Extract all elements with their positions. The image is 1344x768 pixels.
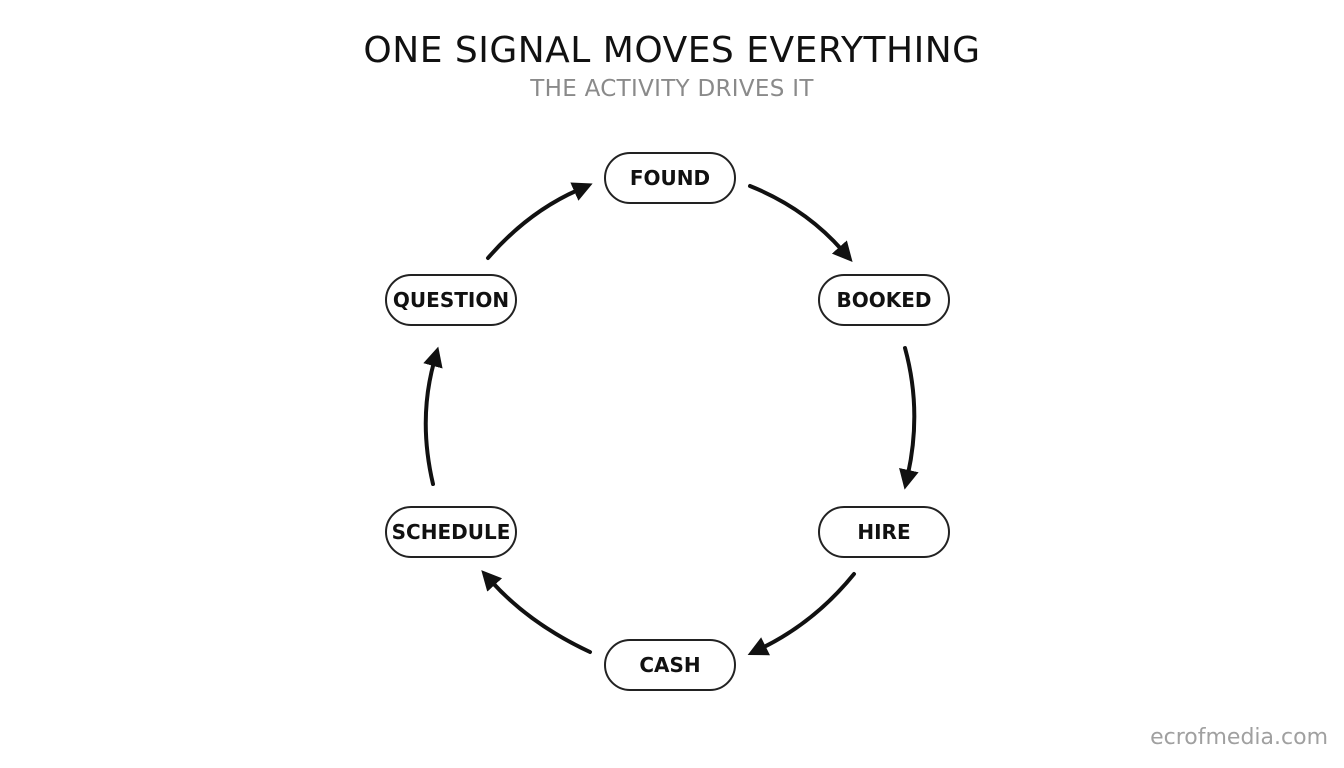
arrow-question-to-found	[486, 182, 593, 260]
node-question: QUESTION	[385, 274, 517, 326]
node-found: FOUND	[604, 152, 736, 204]
node-schedule: SCHEDULE	[385, 506, 517, 558]
arrow-found-to-booked	[748, 184, 853, 263]
arrow-hire-to-cash	[747, 572, 856, 656]
arrow-cash-to-schedule	[481, 570, 592, 654]
node-cash: CASH	[604, 639, 736, 691]
node-booked: BOOKED	[818, 274, 950, 326]
watermark-text: ecrofmedia.com	[1150, 725, 1328, 750]
diagram-subtitle: THE ACTIVITY DRIVES IT	[530, 76, 814, 102]
node-hire: HIRE	[818, 506, 950, 558]
arrow-booked-to-hire	[899, 346, 919, 490]
arrow-schedule-to-question	[423, 346, 443, 486]
diagram-title: ONE SIGNAL MOVES EVERYTHING	[363, 30, 981, 71]
